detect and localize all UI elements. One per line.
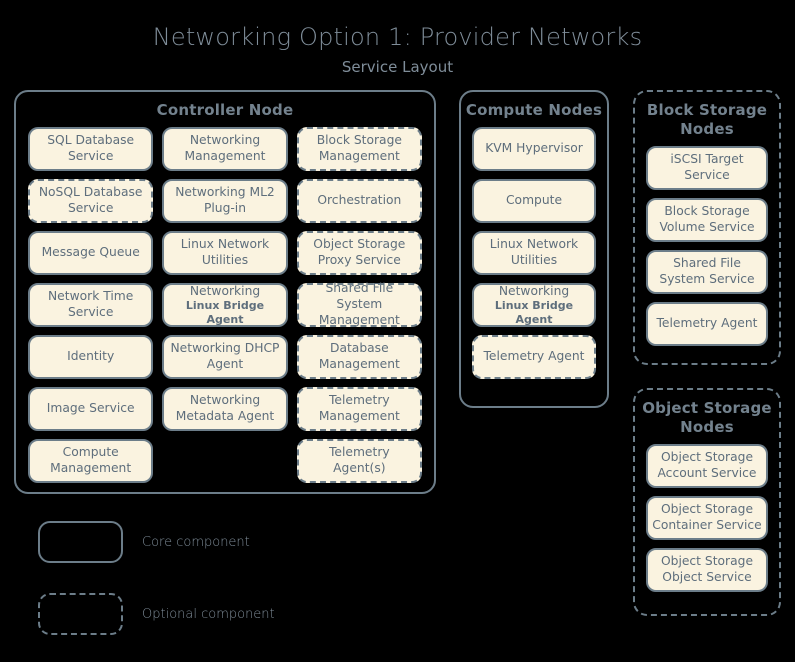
component-label: Object Storage Account Service [657, 449, 757, 480]
component-label: Message Queue [41, 244, 140, 259]
node-group-title-object-storage: Object Storage Nodes [642, 399, 772, 436]
legend-label: Core component [142, 534, 250, 550]
controller-component-2-2[interactable]: Object Storage Proxy Service [296, 230, 422, 275]
controller-component-5-2[interactable]: Telemetry Management [296, 386, 422, 431]
controller-component-3-2[interactable]: Shared File System Management [296, 281, 422, 327]
controller-component-grid: SQL Database Service Networking Managemen… [16, 126, 434, 493]
controller-component-1-2[interactable]: Orchestration [296, 178, 422, 223]
controller-component-4-1[interactable]: Networking DHCP Agent [162, 334, 288, 379]
component-label: Block Storage Management [316, 133, 402, 163]
component-label: Shared File System Service [659, 255, 755, 286]
component-label: Telemetry Agent [656, 315, 758, 330]
component-label: Database Management [318, 341, 400, 371]
component-label: Networking Management [184, 133, 266, 163]
node-group-title-controller: Controller Node [156, 101, 294, 119]
compute-component-1[interactable]: Compute [472, 178, 596, 223]
component-label: Networking [189, 283, 261, 298]
component-label: Compute [505, 192, 563, 207]
controller-component-spacer [162, 439, 287, 483]
legend-row-0: Core component [38, 518, 275, 566]
diagram-canvas: Networking Option 1: Provider Networks S… [0, 0, 795, 635]
block-storage-component-0[interactable]: iSCSI Target Service [646, 145, 768, 190]
controller-component-1-0[interactable]: NoSQL Database Service [28, 178, 154, 223]
component-label: KVM Hypervisor [485, 140, 583, 155]
block-storage-component-2[interactable]: Shared File System Service [646, 249, 768, 294]
component-label: SQL Database Service [47, 133, 135, 163]
controller-component-6-0[interactable]: Compute Management [28, 438, 154, 483]
legend-row-1: Optional component [38, 590, 275, 638]
component-label: Telemetry Agent [483, 348, 585, 363]
node-group-block-storage: Block Storage Nodes iSCSI Target Service… [633, 90, 781, 365]
component-label: Block Storage Volume Service [659, 203, 755, 234]
controller-component-1-1[interactable]: Networking ML2 Plug-in [162, 178, 288, 223]
controller-component-3-0[interactable]: Network Time Service [28, 282, 154, 327]
component-label: Telemetry Agent(s) [328, 445, 390, 475]
controller-component-4-2[interactable]: Database Management [296, 334, 422, 379]
component-label: Linux Network Utilities [489, 237, 579, 267]
compute-component-0[interactable]: KVM Hypervisor [472, 126, 596, 171]
object-storage-component-0[interactable]: Object Storage Account Service [646, 443, 768, 488]
compute-component-4[interactable]: Telemetry Agent [472, 334, 596, 379]
controller-component-2-1[interactable]: Linux Network Utilities [162, 230, 288, 275]
block-storage-component-3[interactable]: Telemetry Agent [646, 301, 768, 346]
component-sublabel: Linux Bridge Agent [494, 299, 574, 326]
controller-component-0-2[interactable]: Block Storage Management [296, 126, 422, 171]
controller-component-0-0[interactable]: SQL Database Service [28, 126, 154, 171]
controller-component-2-0[interactable]: Message Queue [28, 230, 154, 275]
controller-component-4-0[interactable]: Identity [28, 334, 154, 379]
object-storage-component-1[interactable]: Object Storage Container Service [646, 495, 768, 540]
component-label: Telemetry Management [318, 393, 400, 423]
controller-component-6-2[interactable]: Telemetry Agent(s) [296, 438, 422, 483]
legend-swatch-optional [38, 593, 123, 635]
controller-component-5-0[interactable]: Image Service [28, 386, 154, 431]
component-label: Object Storage Container Service [652, 501, 762, 532]
component-label: Networking Metadata Agent [175, 393, 275, 423]
block-storage-component-1[interactable]: Block Storage Volume Service [646, 197, 768, 242]
component-label: Object Storage Proxy Service [313, 237, 406, 267]
component-label: iSCSI Target Service [670, 151, 744, 182]
legend-label: Optional component [142, 606, 275, 622]
component-label: Object Storage Object Service [660, 553, 754, 584]
node-group-object-storage: Object Storage Nodes Object Storage Acco… [633, 388, 781, 616]
component-label: Networking [498, 283, 570, 298]
page-subtitle: Service Layout [341, 58, 454, 77]
component-label: Linux Network Utilities [180, 237, 270, 267]
page-title: Networking Option 1: Provider Networks [152, 23, 643, 51]
compute-component-2[interactable]: Linux Network Utilities [472, 230, 596, 275]
controller-component-5-1[interactable]: Networking Metadata Agent [162, 386, 288, 431]
header: Networking Option 1: Provider Networks S… [0, 0, 795, 76]
controller-component-0-1[interactable]: Networking Management [162, 126, 288, 171]
legend-swatch-core [38, 521, 123, 563]
component-label: Identity [67, 348, 115, 363]
component-label: Orchestration [317, 192, 402, 207]
component-label: Image Service [46, 400, 135, 415]
component-label: Shared File System Management [318, 281, 400, 327]
node-group-title-compute: Compute Nodes [465, 101, 603, 119]
component-label: Networking ML2 Plug-in [175, 185, 275, 215]
component-label: Compute Management [50, 445, 132, 475]
component-label: NoSQL Database Service [38, 185, 143, 215]
component-sublabel: Linux Bridge Agent [185, 299, 265, 326]
component-label: Networking DHCP Agent [170, 341, 280, 371]
component-label: Network Time Service [47, 289, 134, 319]
node-group-title-block-storage: Block Storage Nodes [646, 101, 768, 138]
object-storage-component-2[interactable]: Object Storage Object Service [646, 547, 768, 592]
